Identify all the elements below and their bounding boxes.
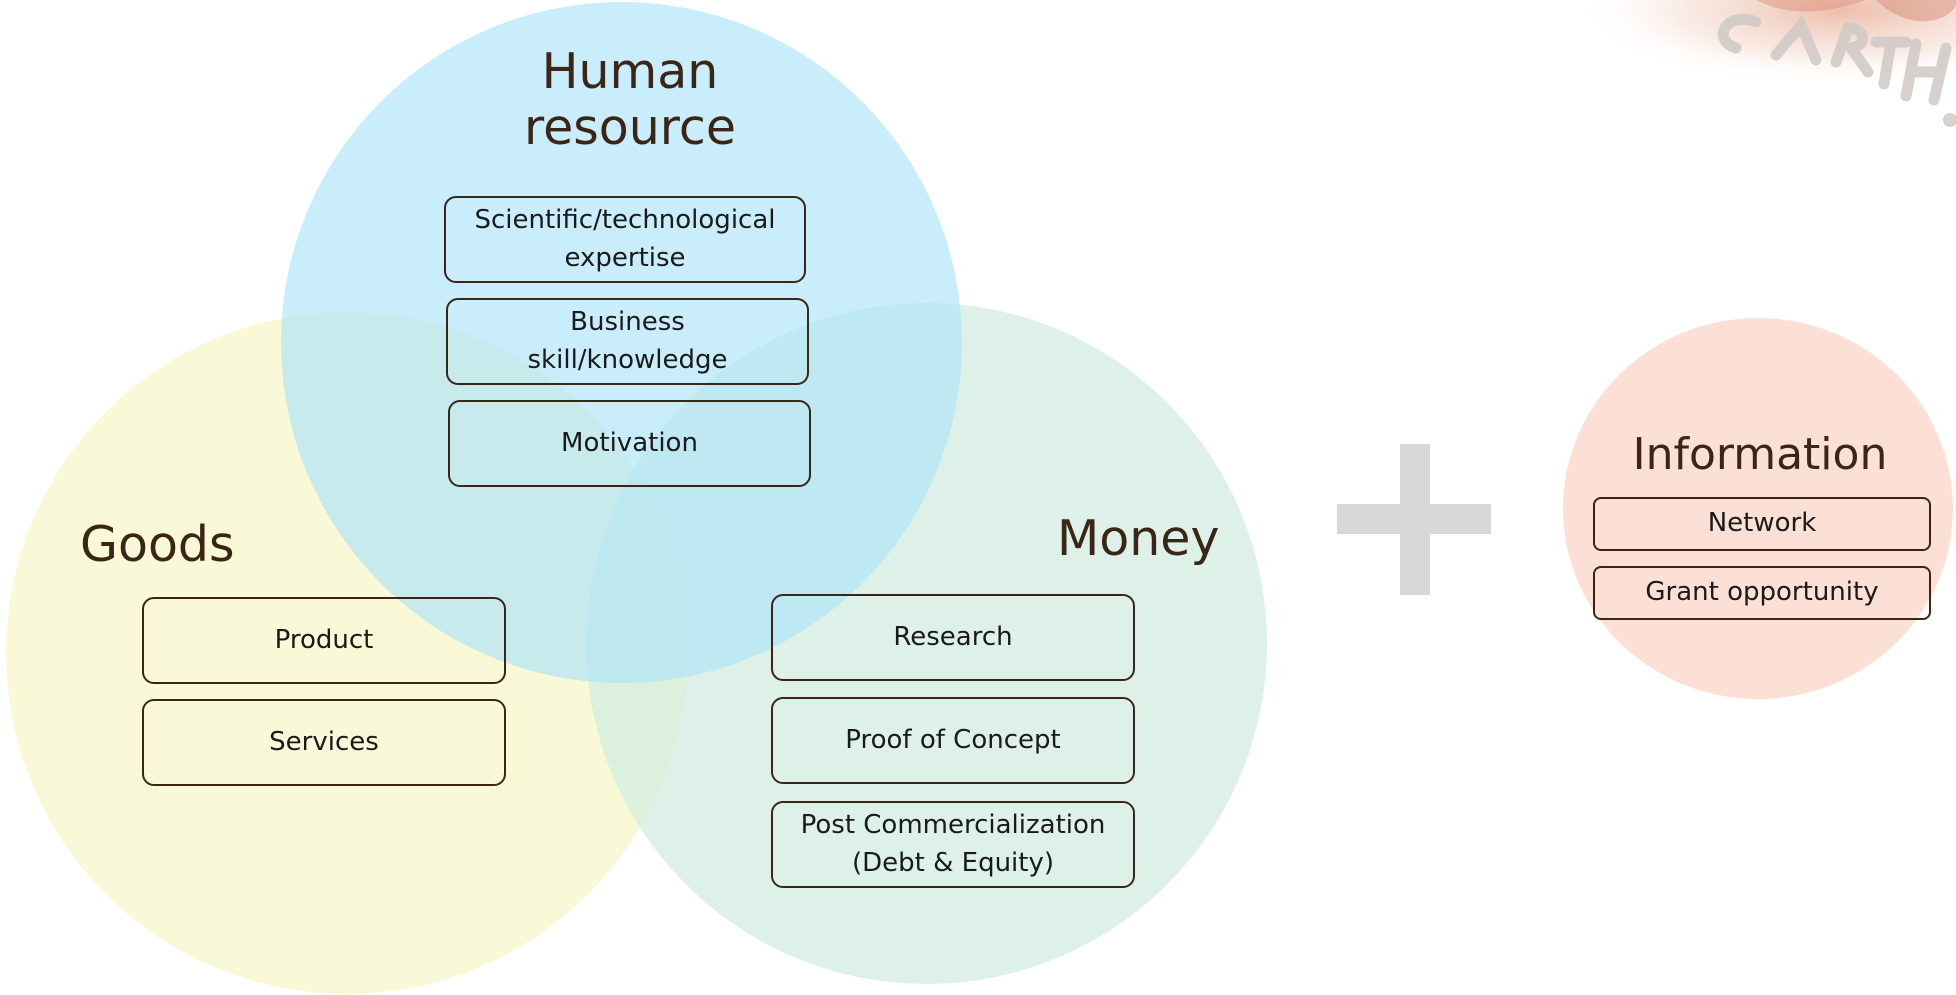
logo-stamp-image	[1576, 0, 1956, 127]
plus-icon	[1337, 444, 1491, 595]
money-item-post-commercialization: Post Commercialization (Debt & Equity)	[771, 801, 1135, 888]
human-resource-circle	[281, 2, 962, 683]
money-title: Money	[1057, 510, 1220, 567]
human-resource-title: Human resource	[524, 43, 736, 157]
money-item-research: Research	[771, 594, 1135, 681]
goods-item-product: Product	[142, 597, 506, 684]
information-item-network: Network	[1593, 497, 1931, 551]
information-circle	[1563, 318, 1953, 699]
human-resource-item-expertise: Scientific/technological expertise	[444, 196, 806, 283]
information-item-grant-opportunity: Grant opportunity	[1593, 566, 1931, 620]
money-item-proof-of-concept: Proof of Concept	[771, 697, 1135, 784]
human-resource-item-business: Business skill/knowledge	[446, 298, 809, 385]
human-resource-item-motivation: Motivation	[448, 400, 811, 487]
information-title: Information	[1632, 429, 1888, 480]
goods-item-services: Services	[142, 699, 506, 786]
goods-title: Goods	[80, 516, 235, 573]
